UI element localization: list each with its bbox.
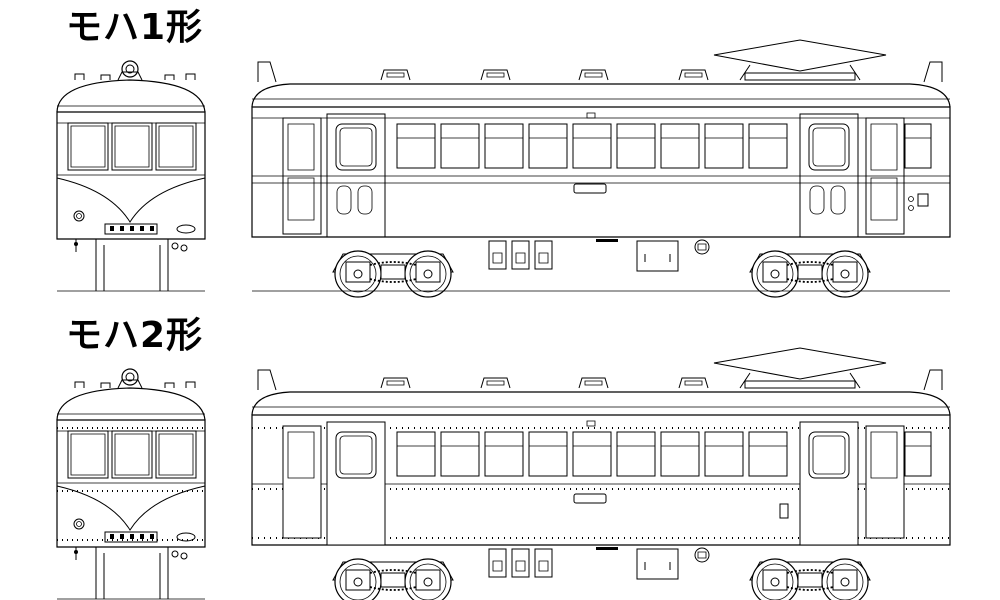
moha1-end-view — [56, 60, 206, 292]
moha1-side-view — [251, 39, 951, 298]
moha2-bogie-front — [332, 558, 454, 600]
moha2-title: モハ2形 — [66, 315, 204, 356]
moha1-title: モハ1形 — [66, 7, 204, 48]
moha1-bogie-rear — [749, 250, 871, 298]
moha2-end-view — [56, 368, 206, 600]
moha2-bogie-rear — [749, 558, 871, 600]
moha1-bogie-front — [332, 250, 454, 298]
moha2-side-view — [252, 347, 951, 600]
